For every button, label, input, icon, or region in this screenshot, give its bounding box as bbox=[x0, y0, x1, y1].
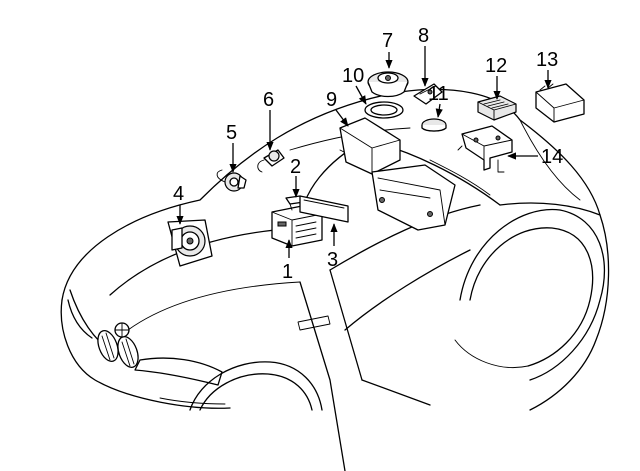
leader-lines bbox=[176, 46, 552, 258]
callout-4: 4 bbox=[173, 183, 184, 205]
part-10-gasket bbox=[364, 101, 404, 119]
callout-13: 13 bbox=[536, 49, 558, 71]
part-7-woofer bbox=[367, 71, 409, 98]
part-3-face-plate bbox=[299, 195, 349, 223]
part-14-bracket bbox=[457, 125, 513, 173]
callout-7: 7 bbox=[382, 30, 393, 52]
part-4-speaker bbox=[167, 219, 213, 267]
callouts: 1 2 3 4 5 6 7 8 9 10 11 12 13 14 bbox=[173, 25, 563, 283]
part-5-tweeter bbox=[216, 169, 247, 192]
callout-3: 3 bbox=[327, 249, 338, 271]
leader-9 bbox=[335, 109, 349, 127]
part-13-module bbox=[535, 83, 585, 123]
part-12-amplifier bbox=[477, 95, 517, 121]
part-8-bracket bbox=[413, 83, 443, 105]
callout-1: 1 bbox=[282, 261, 293, 283]
callout-10: 10 bbox=[342, 65, 364, 87]
callout-6: 6 bbox=[263, 89, 274, 111]
callout-2: 2 bbox=[290, 156, 301, 178]
part-9-speaker-box bbox=[339, 117, 456, 231]
part-11-cap bbox=[421, 118, 447, 132]
callout-14: 14 bbox=[541, 146, 563, 168]
callout-12: 12 bbox=[485, 55, 507, 77]
callout-11: 11 bbox=[428, 83, 449, 105]
callout-9: 9 bbox=[326, 89, 337, 111]
leader-10 bbox=[355, 85, 367, 105]
callout-5: 5 bbox=[226, 122, 237, 144]
car-body bbox=[60, 88, 610, 471]
part-6-tweeter bbox=[257, 149, 285, 173]
leader-11 bbox=[435, 103, 443, 118]
callout-8: 8 bbox=[418, 25, 429, 47]
